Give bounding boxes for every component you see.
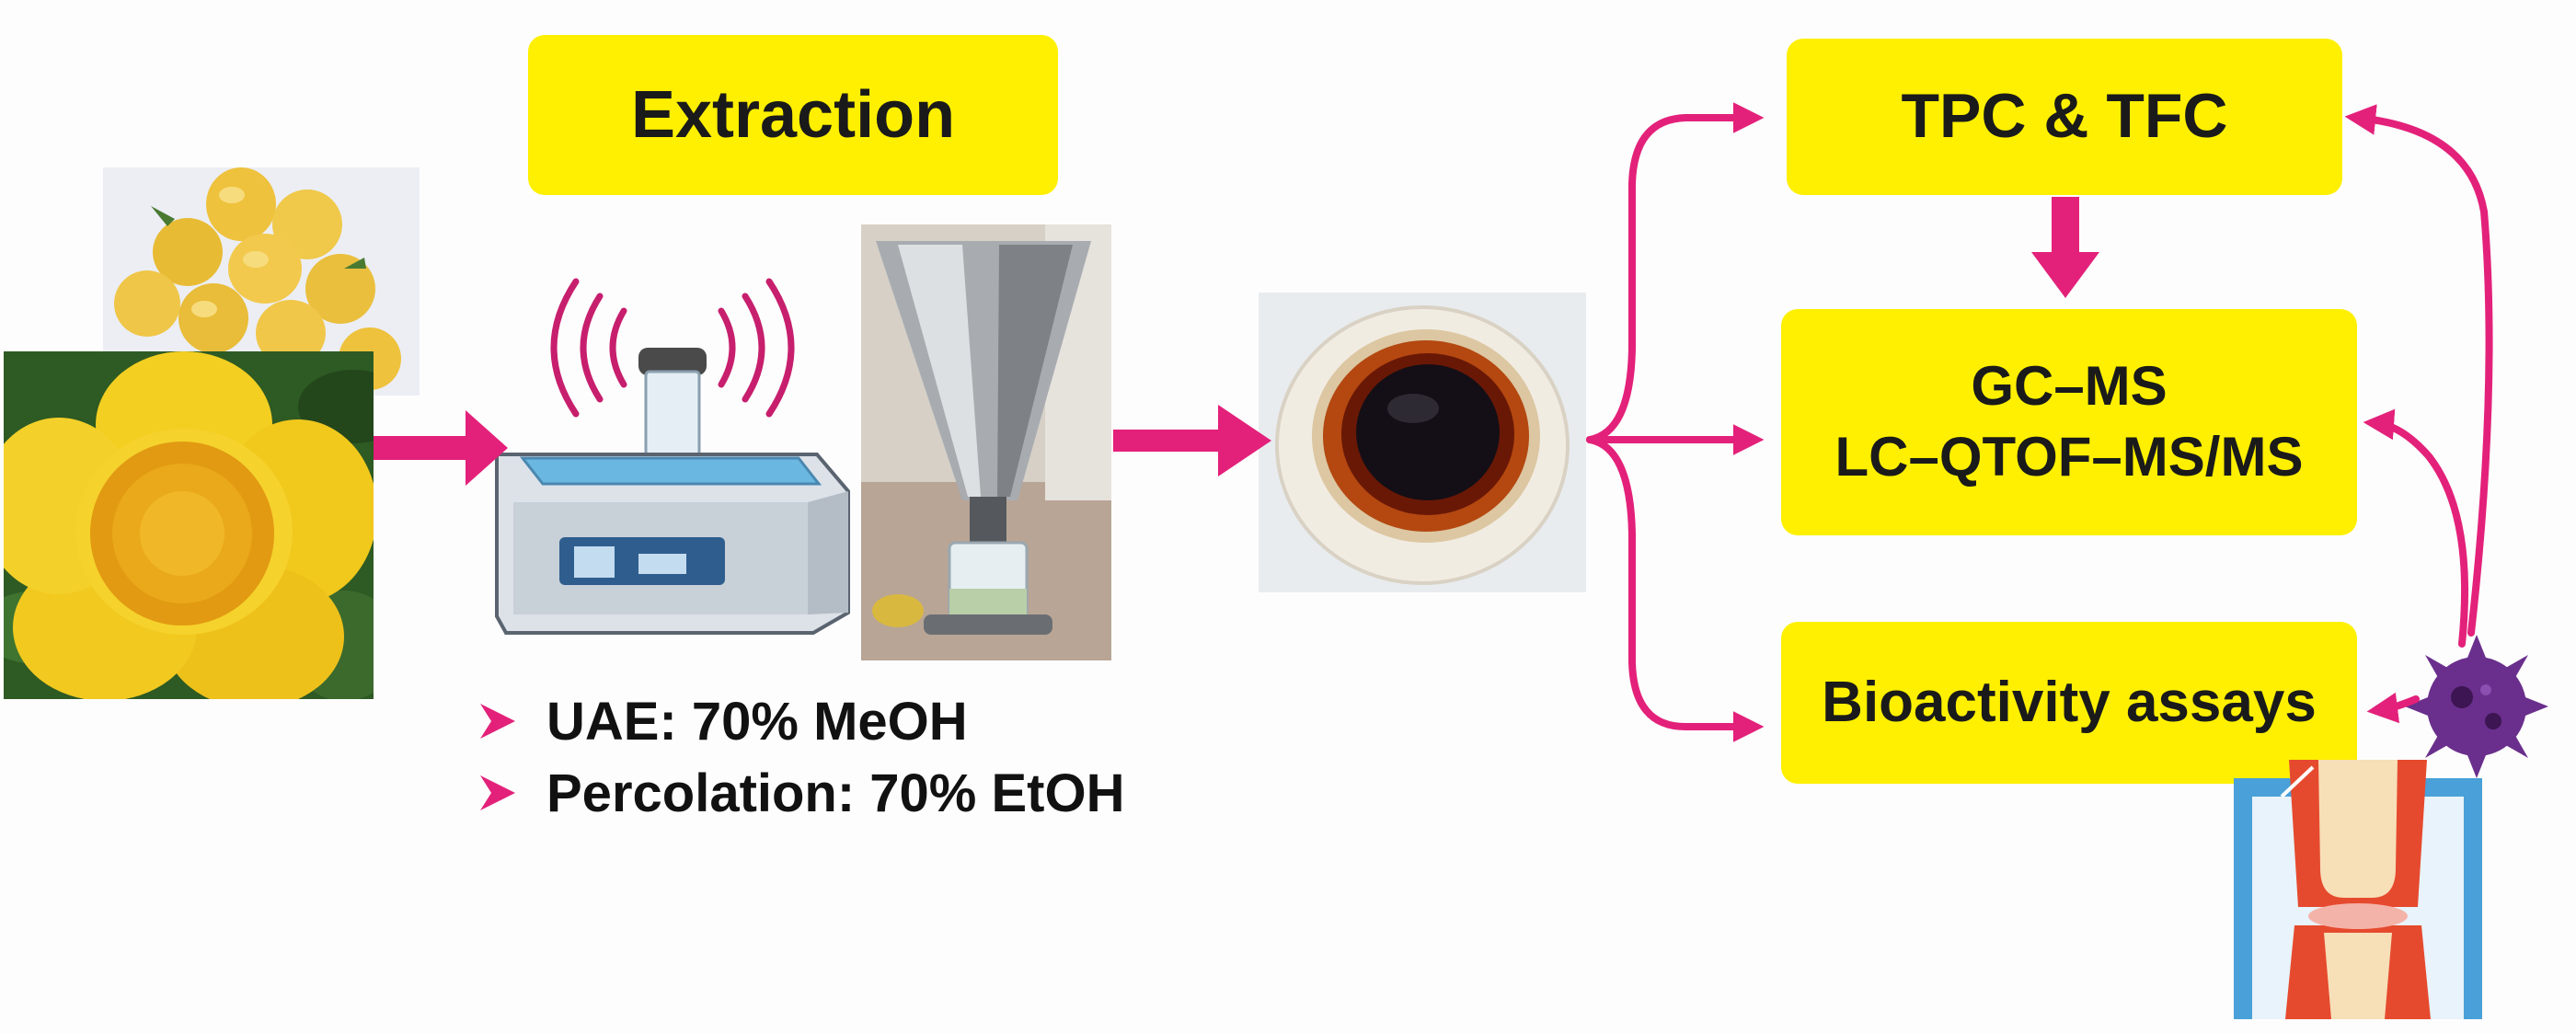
- extraction-methods-list: UAE: 70% MeOH Percolation: 70% EtOH: [477, 685, 1124, 829]
- arrow-extraction-to-extract: [1113, 405, 1271, 476]
- list-item: Percolation: 70% EtOH: [477, 757, 1124, 829]
- arrow-pathogen-to-ms: [2375, 423, 2465, 644]
- list-item: UAE: 70% MeOH: [477, 685, 1124, 757]
- method-uae: UAE: 70% MeOH: [546, 691, 968, 752]
- arrow-plant-to-extraction: [374, 410, 508, 486]
- arrow-pathogen-to-tpc: [2357, 118, 2490, 633]
- arrowhead-bullet-icon: [477, 700, 519, 742]
- arrow-extract-to-bioassay: [1590, 440, 1752, 727]
- arrow-tpc-to-ms: [2031, 197, 2099, 298]
- method-percolation: Percolation: 70% EtOH: [546, 763, 1124, 824]
- arrow-extract-to-tpc: [1590, 118, 1752, 440]
- arrowhead-bullet-icon: [477, 772, 519, 814]
- arrow-pathogen-to-bioassay: [2379, 699, 2416, 710]
